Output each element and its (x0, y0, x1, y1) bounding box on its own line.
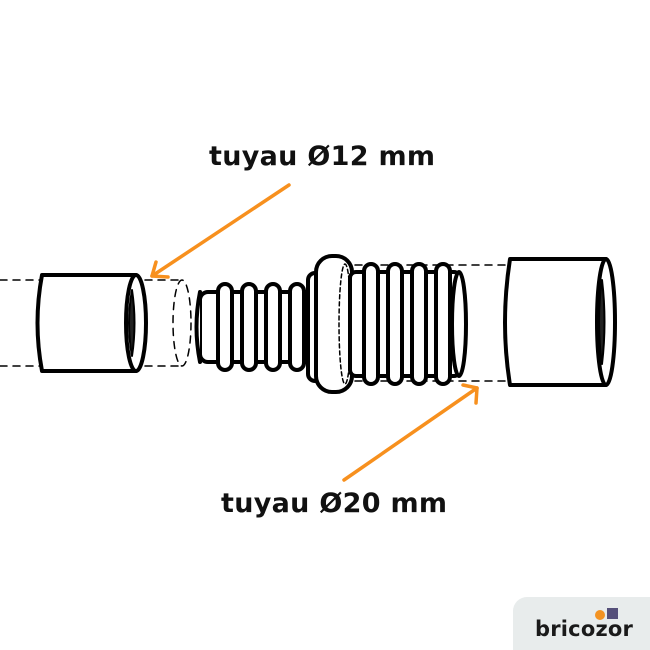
large-pipe-label: tuyau Ø20 mm (221, 488, 448, 519)
small-pipe-guide-lines (0, 279, 192, 367)
brand-badge: bricozor (513, 597, 650, 650)
large-pipe-guide-lines (354, 264, 509, 382)
large-pipe (503, 257, 617, 387)
small-pipe-label: tuyau Ø12 mm (209, 141, 436, 172)
small-pipe (35, 273, 148, 373)
adapter-fitting (194, 254, 468, 394)
brand-square-icon (607, 608, 618, 619)
arrow-small-pipe (150, 183, 291, 279)
brand-dot-icon (595, 610, 605, 620)
brand-logo-text: bricozor (535, 617, 634, 641)
arrow-large-pipe (342, 383, 479, 482)
